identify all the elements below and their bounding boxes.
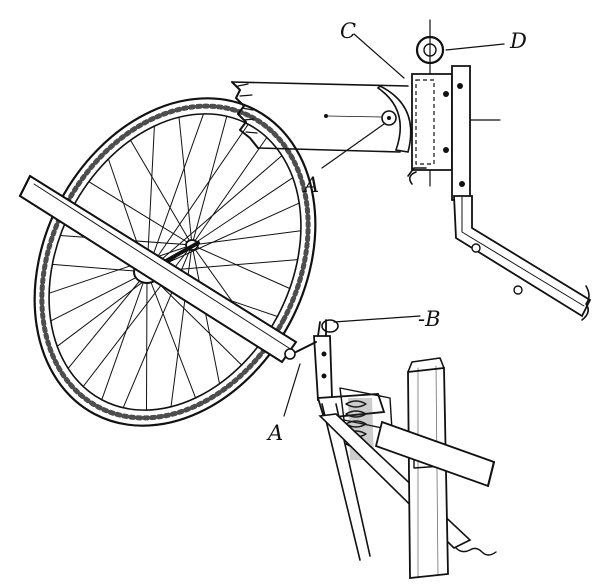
crossbar xyxy=(374,420,496,488)
wheel-spoke xyxy=(88,181,193,246)
wheel-spoke xyxy=(146,271,148,411)
wheel-spoke xyxy=(67,271,148,369)
wheel-spoke xyxy=(146,113,204,273)
wheel-spoke xyxy=(50,271,148,322)
wheel-spoke xyxy=(52,263,148,273)
wheel-spoke xyxy=(146,124,249,273)
wheel-spoke xyxy=(191,177,294,246)
wheel-spoke xyxy=(49,244,193,294)
angled-leg xyxy=(453,195,592,321)
label-A-upper: A xyxy=(302,173,319,197)
bracket-assembly xyxy=(407,19,501,201)
wheel-spoke xyxy=(146,202,300,273)
detail-view xyxy=(231,19,592,321)
wheel-spoke xyxy=(191,137,268,246)
wheel-spoke xyxy=(191,230,301,246)
wheel-spoke xyxy=(130,139,193,246)
wheel-spoke xyxy=(146,155,283,273)
wheel-spoke xyxy=(170,244,193,407)
cutaway-housing xyxy=(231,81,412,153)
label-D: D xyxy=(509,29,527,53)
wheel-spoke xyxy=(146,126,155,273)
wheel-spoke xyxy=(101,271,148,400)
wheel-spoke xyxy=(191,244,290,289)
label-A-lower: A xyxy=(266,421,283,445)
label-B: -B xyxy=(418,307,441,331)
wheel-spokes xyxy=(49,113,301,411)
label-C: C xyxy=(340,19,356,43)
spoked-wheel xyxy=(33,97,317,427)
frame-arm xyxy=(18,174,298,364)
leader-lines xyxy=(283,33,505,417)
wheel-spoke xyxy=(178,117,193,246)
